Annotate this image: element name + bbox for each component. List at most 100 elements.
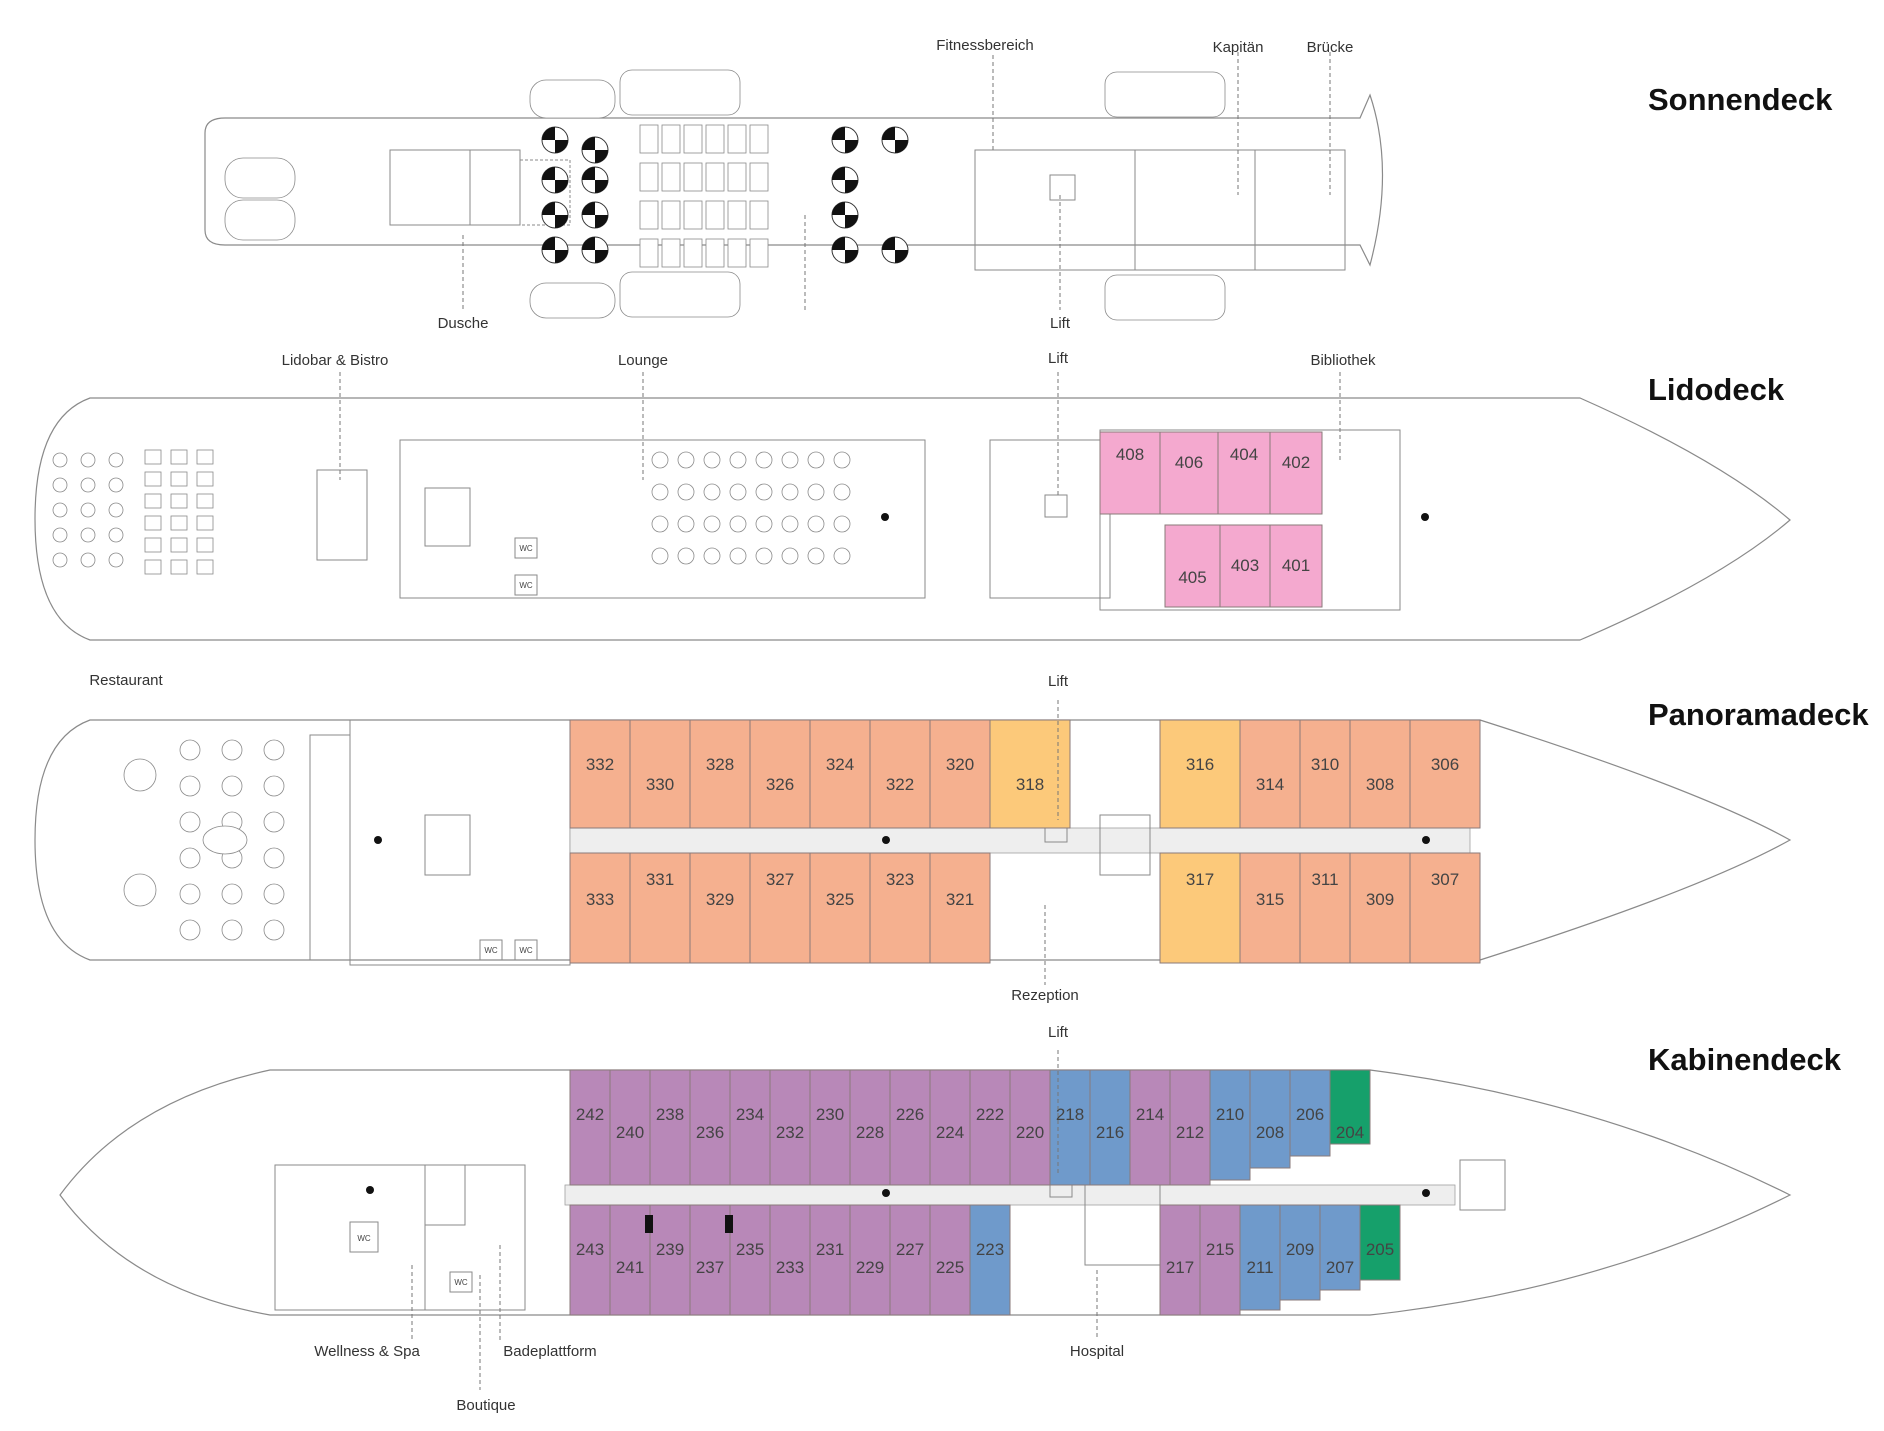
- cabin[interactable]: 233: [769, 1204, 811, 1316]
- cabin[interactable]: 321: [929, 852, 991, 964]
- table: [108, 552, 124, 568]
- cabin[interactable]: 406: [1159, 431, 1219, 515]
- cabin[interactable]: 332: [569, 719, 631, 829]
- lounge-seat: [755, 483, 773, 501]
- cabin[interactable]: 234: [729, 1069, 771, 1186]
- cabin[interactable]: 315: [1239, 852, 1301, 964]
- lounge-seat: [807, 451, 825, 469]
- cabin[interactable]: 215: [1199, 1204, 1241, 1316]
- table: [108, 452, 124, 468]
- cabin[interactable]: 235: [729, 1204, 771, 1316]
- cabin[interactable]: 214: [1129, 1069, 1171, 1186]
- cabin[interactable]: 329: [689, 852, 751, 964]
- cabin-number: 228: [856, 1123, 884, 1142]
- cabin[interactable]: 314: [1239, 719, 1301, 829]
- fitnessbereich-label: Fitnessbereich: [936, 37, 1034, 54]
- cabin-number: 231: [816, 1240, 844, 1259]
- cabin[interactable]: 204: [1329, 1069, 1371, 1145]
- lidodeck-hull: [34, 397, 1791, 641]
- cabin[interactable]: 331: [629, 852, 691, 964]
- cabin[interactable]: 223: [969, 1204, 1011, 1316]
- cabin[interactable]: 306: [1409, 719, 1481, 829]
- cabin[interactable]: 232: [769, 1069, 811, 1186]
- cabin[interactable]: 216: [1089, 1069, 1131, 1186]
- cabin[interactable]: 243: [569, 1204, 611, 1316]
- cabin[interactable]: 205: [1359, 1204, 1401, 1281]
- cabin[interactable]: 330: [629, 719, 691, 829]
- cabin[interactable]: 218: [1049, 1069, 1091, 1186]
- cabin[interactable]: 222: [969, 1069, 1011, 1186]
- cabin[interactable]: 326: [749, 719, 811, 829]
- table: [108, 502, 124, 518]
- cabin[interactable]: 217: [1159, 1204, 1201, 1316]
- cabin[interactable]: 230: [809, 1069, 851, 1186]
- lounger: [683, 238, 703, 268]
- cabin-shape: [809, 1069, 851, 1186]
- cabin[interactable]: 224: [929, 1069, 971, 1186]
- cabin-shape: [1239, 719, 1301, 829]
- deck-title-sonnendeck: Sonnendeck: [1648, 82, 1833, 117]
- cabin[interactable]: 324: [809, 719, 871, 829]
- chair: [196, 449, 214, 465]
- cabin[interactable]: 208: [1249, 1069, 1291, 1169]
- cabin[interactable]: 241: [609, 1204, 651, 1316]
- cabin[interactable]: 311: [1299, 852, 1351, 964]
- cabin[interactable]: 323: [869, 852, 931, 964]
- cabin[interactable]: 242: [569, 1069, 611, 1186]
- cabin[interactable]: 220: [1009, 1069, 1051, 1186]
- lounger: [727, 124, 747, 154]
- cabin[interactable]: 308: [1349, 719, 1411, 829]
- cabin[interactable]: 210: [1209, 1069, 1251, 1181]
- cabin[interactable]: 237: [689, 1204, 731, 1316]
- cabin[interactable]: 404: [1217, 431, 1271, 515]
- cabin[interactable]: 402: [1269, 431, 1323, 515]
- cabin[interactable]: 309: [1349, 852, 1411, 964]
- cabin[interactable]: 239: [649, 1204, 691, 1316]
- table: [80, 527, 96, 543]
- cabin[interactable]: 228: [849, 1069, 891, 1186]
- cabin[interactable]: 327: [749, 852, 811, 964]
- cabin[interactable]: 209: [1279, 1204, 1321, 1301]
- cabin[interactable]: 317: [1159, 852, 1241, 964]
- chair: [170, 537, 188, 553]
- lounge-seat: [807, 515, 825, 533]
- cabin[interactable]: 226: [889, 1069, 931, 1186]
- lounger: [661, 200, 681, 230]
- cabin[interactable]: 229: [849, 1204, 891, 1316]
- cabin[interactable]: 238: [649, 1069, 691, 1186]
- cabin[interactable]: 307: [1409, 852, 1481, 964]
- cabin[interactable]: 333: [569, 852, 631, 964]
- cabin[interactable]: 401: [1269, 524, 1323, 608]
- cabin-shape: [929, 1069, 971, 1186]
- cabin[interactable]: 320: [929, 719, 991, 829]
- cabin[interactable]: 227: [889, 1204, 931, 1316]
- cabin[interactable]: 225: [929, 1204, 971, 1316]
- cabin[interactable]: 405: [1164, 524, 1221, 608]
- cabin[interactable]: 236: [689, 1069, 731, 1186]
- cabin-shape: [689, 1204, 731, 1316]
- cabin-shape: [569, 852, 631, 964]
- wc-label: WC: [357, 1234, 371, 1243]
- cabin[interactable]: 325: [809, 852, 871, 964]
- cabin-shape: [929, 719, 991, 829]
- cabin[interactable]: 403: [1219, 524, 1271, 608]
- cabin[interactable]: 310: [1299, 719, 1351, 829]
- cabin[interactable]: 328: [689, 719, 751, 829]
- cabin[interactable]: 316: [1159, 719, 1241, 829]
- cabin[interactable]: 408: [1099, 431, 1161, 515]
- cabin-number: 216: [1096, 1123, 1124, 1142]
- cabin[interactable]: 207: [1319, 1204, 1361, 1291]
- stairs: [424, 814, 471, 876]
- cabin[interactable]: 212: [1169, 1069, 1211, 1186]
- cabin[interactable]: 206: [1289, 1069, 1331, 1157]
- lounger: [661, 162, 681, 192]
- panoramadeck-plan: WC WC 3323303283263243223203183163143103…: [34, 672, 1869, 1004]
- cabin[interactable]: 322: [869, 719, 931, 829]
- cabin[interactable]: 240: [609, 1069, 651, 1186]
- cabin[interactable]: 231: [809, 1204, 851, 1316]
- cabin-number: 209: [1286, 1240, 1314, 1259]
- cabin[interactable]: 318: [989, 719, 1071, 829]
- cabin-shape: [649, 1204, 691, 1316]
- cabin[interactable]: 211: [1239, 1204, 1281, 1311]
